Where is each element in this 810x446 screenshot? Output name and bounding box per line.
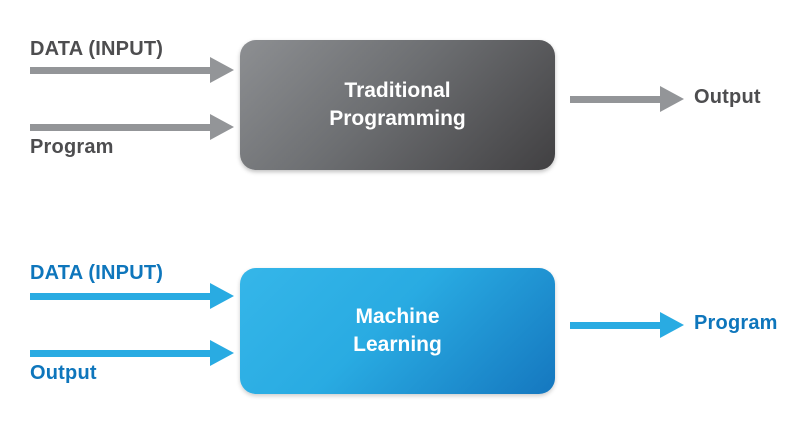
traditional-box-label-line1: Traditional [344, 78, 451, 102]
arrow-shaft [570, 95, 660, 103]
traditional-box-label-line2: Programming [329, 107, 466, 130]
ml-box-label-line2: Learning [353, 333, 442, 356]
ml-input-output-label: Output [30, 362, 97, 384]
ml-program-label: Program [694, 312, 778, 334]
arrow-shaft [570, 321, 660, 329]
traditional-data-arrow [30, 57, 234, 83]
ml-data-arrow [30, 283, 234, 309]
arrow-head-icon [210, 57, 234, 83]
traditional-output-arrow [570, 86, 684, 112]
ml-program-arrow [570, 312, 684, 338]
arrow-head-icon [660, 312, 684, 338]
arrow-shaft [30, 292, 210, 300]
traditional-program-arrow [30, 114, 234, 140]
arrow-shaft [30, 349, 210, 357]
arrow-shaft [30, 123, 210, 131]
ml-box-label-line1: Machine [355, 304, 440, 328]
arrow-head-icon [210, 340, 234, 366]
traditional-programming-box: Traditional Programming [240, 40, 555, 170]
traditional-output-label: Output [694, 86, 761, 108]
ml-input-data-label: DATA (INPUT) [30, 262, 164, 284]
arrow-head-icon [210, 114, 234, 140]
traditional-input-data-label: DATA (INPUT) [30, 38, 164, 60]
machine-learning-box: Machine Learning [240, 268, 555, 394]
arrow-head-icon [660, 86, 684, 112]
ml-output-input-arrow [30, 340, 234, 366]
traditional-input-program-label: Program [30, 136, 114, 158]
arrow-shaft [30, 66, 210, 74]
arrow-head-icon [210, 283, 234, 309]
